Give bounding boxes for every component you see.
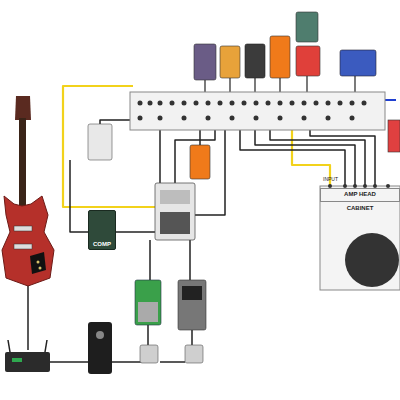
rack-switcher	[130, 92, 385, 130]
loop-switcher	[155, 183, 195, 240]
jack-label: INPUT	[323, 177, 338, 182]
cable	[112, 361, 142, 363]
cable	[191, 330, 193, 345]
guitar	[2, 96, 54, 286]
pedal-footswitch	[138, 302, 158, 322]
rack-panel	[130, 92, 385, 130]
cable	[50, 361, 90, 363]
cable	[70, 160, 88, 232]
switch-box	[185, 345, 203, 363]
switcher-pad	[160, 212, 190, 234]
floor-pedals	[88, 280, 206, 374]
pedal	[190, 145, 210, 179]
red-unit	[388, 120, 400, 152]
pedal-display	[182, 286, 202, 300]
pickup	[14, 244, 32, 249]
guitar-body	[2, 196, 54, 286]
cable	[189, 240, 191, 282]
guitar-cable	[27, 285, 29, 350]
antenna	[8, 340, 10, 352]
cable	[270, 130, 365, 186]
pedal	[88, 124, 112, 160]
pedal	[220, 46, 240, 78]
amp-section: CABINET	[320, 204, 400, 232]
tuner-knob	[96, 331, 104, 339]
cable	[199, 130, 201, 145]
cable	[354, 76, 355, 92]
amp-outline	[320, 186, 400, 290]
node-label: AMP HEAD	[342, 189, 378, 200]
tuner-pedal	[88, 322, 112, 374]
receiver-body	[5, 352, 50, 372]
headstock	[15, 96, 31, 120]
cable	[175, 130, 215, 183]
knob	[37, 261, 40, 264]
multi-effect	[340, 50, 376, 76]
node-label: COMP	[91, 240, 113, 249]
pedal-box: COMP	[88, 210, 116, 250]
amp	[320, 184, 400, 290]
wireless-receiver	[5, 340, 50, 372]
cable	[310, 130, 375, 186]
pedal	[296, 12, 318, 42]
cable	[229, 78, 230, 92]
amp-section: AMP HEAD	[320, 188, 400, 202]
pedal	[194, 44, 216, 80]
switcher-body	[155, 183, 195, 240]
antenna	[45, 340, 47, 352]
pedal	[135, 280, 161, 325]
effect-pedals	[88, 12, 400, 179]
pedal	[296, 46, 320, 76]
pickguard	[30, 252, 46, 274]
neck	[19, 118, 26, 208]
cable	[204, 80, 205, 92]
pedal	[178, 280, 206, 330]
cable	[254, 78, 255, 92]
pedal	[245, 44, 265, 78]
cable	[306, 76, 307, 92]
cable	[279, 78, 280, 92]
cable	[160, 361, 185, 363]
cable	[147, 325, 149, 345]
yellow-cable	[63, 86, 155, 207]
node-label: CABINET	[345, 204, 376, 213]
cable	[112, 231, 155, 233]
knob	[39, 267, 42, 270]
pedal	[270, 36, 290, 78]
switcher-panel	[160, 190, 190, 204]
switch-box	[140, 345, 158, 363]
led-panel	[12, 358, 22, 362]
cable	[149, 240, 151, 282]
speaker	[345, 233, 399, 287]
pickup	[14, 226, 32, 231]
cable	[159, 130, 161, 183]
